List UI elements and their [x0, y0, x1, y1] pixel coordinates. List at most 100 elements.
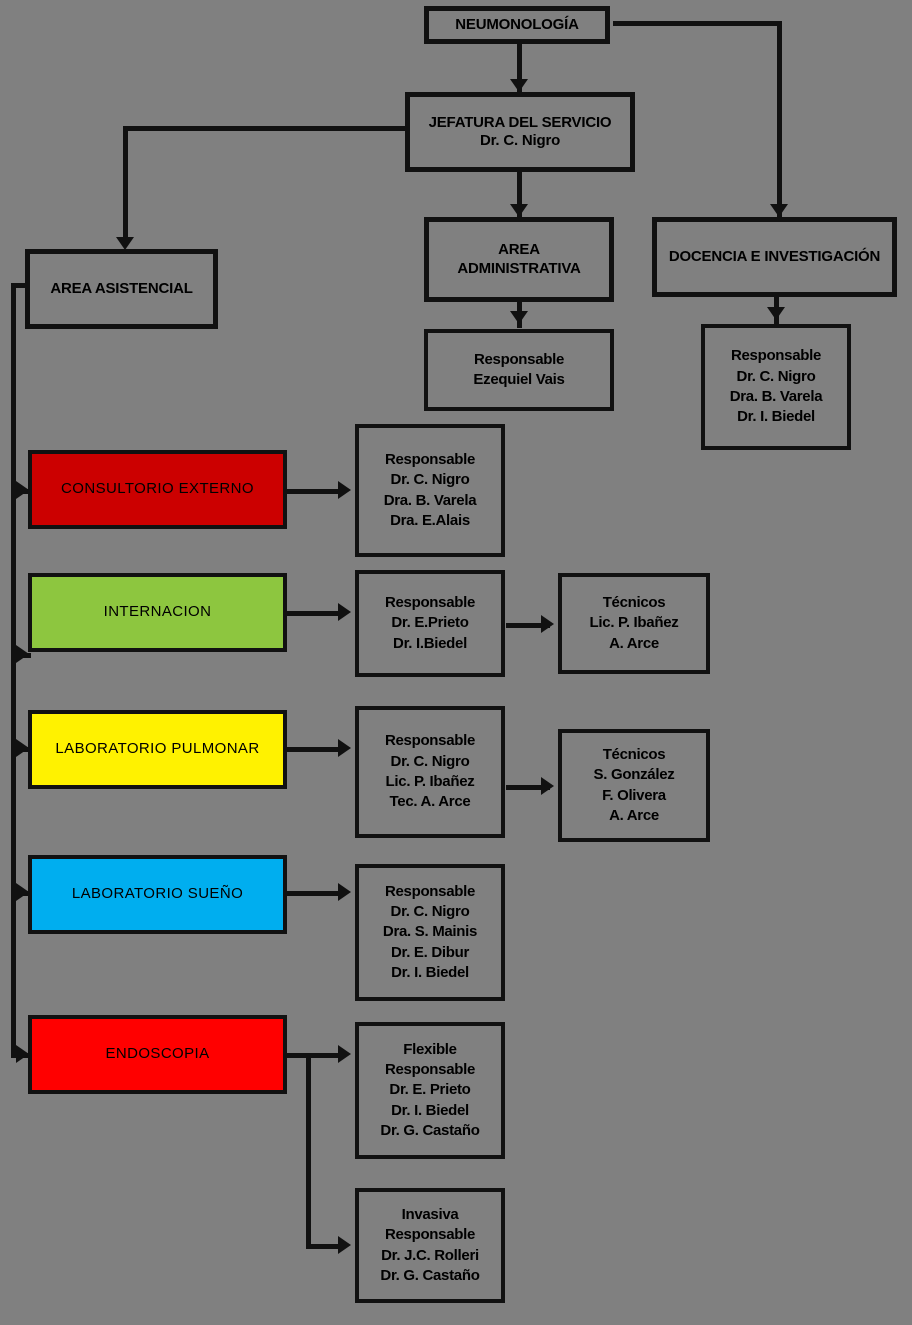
service-label: LABORATORIO PULMONAR	[55, 740, 260, 758]
node-laboratorio-pulmonar-staff[interactable]: Responsable Dr. C. Nigro Lic. P. Ibañez …	[355, 706, 505, 838]
tecnicos-person: S. González	[593, 766, 675, 784]
node-consultorio-externo-staff[interactable]: Responsable Dr. C. Nigro Dra. B. Varela …	[355, 424, 505, 557]
edge-jefatura-to-asistencial-h	[123, 126, 408, 131]
staff-person: Dr. I. Biedel	[391, 963, 469, 981]
area-administrativa-line1: AREA	[498, 241, 540, 259]
staff-heading: Responsable	[384, 594, 476, 612]
staff-person: Ezequiel Vais	[473, 371, 565, 388]
staff-heading: Responsable	[384, 450, 476, 468]
staff-person: Dra. B. Varela	[383, 491, 477, 509]
arrowhead-laboratorio-pulmonar-staff	[338, 739, 351, 757]
arrowhead-laboratorio-sueno-staff	[338, 883, 351, 901]
edge-asistencial-trunk-top	[11, 283, 29, 288]
node-area-administrativa[interactable]: AREA ADMINISTRATIVA	[424, 217, 614, 302]
staff-person: Dr. C. Nigro	[390, 903, 470, 921]
node-service-laboratorio-pulmonar[interactable]: LABORATORIO PULMONAR	[28, 710, 287, 789]
edge-internacion-staff-to-tecnicos	[506, 623, 550, 628]
staff-person: Dr. E.Prieto	[391, 614, 469, 632]
arrowhead-laboratorio-pulmonar	[16, 739, 29, 757]
node-service-internacion[interactable]: INTERNACION	[28, 573, 287, 652]
arrowhead-internacion-staff	[338, 603, 351, 621]
staff-heading: Responsable	[384, 882, 476, 900]
branch-type: Invasiva	[401, 1205, 459, 1223]
node-jefatura-del-servicio[interactable]: JEFATURA DEL SERVICIO Dr. C. Nigro	[405, 92, 635, 172]
staff-person: Dra. E.Alais	[390, 511, 470, 529]
tecnicos-person: Lic. P. Ibañez	[589, 614, 679, 632]
arrowhead-docencia-staff	[767, 307, 785, 320]
node-area-asistencial[interactable]: AREA ASISTENCIAL	[25, 249, 218, 329]
staff-heading: Responsable	[384, 1226, 476, 1244]
edge-jefatura-to-asistencial-v	[123, 126, 128, 242]
arrowhead-laboratorio-sueno	[16, 883, 29, 901]
tecnicos-heading: Técnicos	[602, 594, 666, 612]
arrowhead-asistencial	[116, 237, 134, 250]
node-service-endoscopia[interactable]: ENDOSCOPIA	[28, 1015, 287, 1094]
tecnicos-person: A. Arce	[609, 634, 659, 652]
node-neumonologia[interactable]: NEUMONOLOGÍA	[424, 6, 610, 44]
docencia-label: DOCENCIA E INVESTIGACIÓN	[668, 247, 881, 265]
staff-person: Dra. S. Mainis	[382, 923, 478, 941]
staff-person: Dr. C. Nigro	[390, 471, 470, 489]
staff-heading: Responsable	[473, 350, 565, 368]
edge-root-to-docencia-v	[777, 21, 782, 219]
arrowhead-internacion-tecnicos	[541, 615, 554, 633]
node-service-consultorio-externo[interactable]: CONSULTORIO EXTERNO	[28, 450, 287, 529]
edge-jefatura-to-administrativa	[517, 170, 522, 220]
arrowhead-internacion	[16, 645, 29, 663]
arrowhead-endoscopia-flexible	[338, 1045, 351, 1063]
edge-root-to-jefatura	[517, 42, 522, 92]
edge-asistencial-trunk	[11, 283, 16, 1058]
staff-heading: Responsable	[730, 347, 822, 365]
edge-root-to-docencia-h	[613, 21, 782, 26]
staff-person: Dr. I. Biedel	[391, 1101, 469, 1119]
arrowhead-laboratorio-pulmonar-tecnicos	[541, 777, 554, 795]
edge-laboratorio-pulmonar-to-staff	[287, 747, 343, 752]
tecnicos-heading: Técnicos	[602, 745, 666, 763]
arrowhead-endoscopia-invasiva	[338, 1236, 351, 1254]
node-internacion-staff[interactable]: Responsable Dr. E.Prieto Dr. I.Biedel	[355, 570, 505, 677]
service-label: LABORATORIO SUEÑO	[71, 885, 244, 903]
area-asistencial-label: AREA ASISTENCIAL	[50, 279, 193, 297]
node-docencia-staff[interactable]: Responsable Dr. C. Nigro Dra. B. Varela …	[701, 324, 851, 450]
staff-person: Dr. J.C. Rolleri	[381, 1246, 479, 1264]
branch-type: Flexible	[403, 1040, 457, 1058]
edge-endoscopia-split-h	[287, 1053, 343, 1058]
node-service-laboratorio-sueno[interactable]: LABORATORIO SUEÑO	[28, 855, 287, 934]
edge-endoscopia-to-invasiva	[306, 1244, 343, 1249]
arrowhead-endoscopia	[16, 1045, 29, 1063]
arrowhead-docencia	[770, 204, 788, 217]
staff-person: Tec. A. Arce	[389, 793, 471, 811]
service-label: CONSULTORIO EXTERNO	[61, 480, 254, 498]
edge-internacion-to-staff	[287, 611, 343, 616]
staff-person: Dr. C. Nigro	[736, 367, 816, 385]
node-internacion-tecnicos[interactable]: Técnicos Lic. P. Ibañez A. Arce	[558, 573, 710, 674]
node-laboratorio-pulmonar-tecnicos[interactable]: Técnicos S. González F. Olivera A. Arce	[558, 729, 710, 842]
jefatura-person: Dr. C. Nigro	[479, 132, 561, 149]
staff-person: Dr. G. Castaño	[380, 1121, 480, 1139]
area-administrativa-line2: ADMINISTRATIVA	[457, 259, 581, 277]
edge-consultorio-to-staff	[287, 489, 343, 494]
staff-heading: Responsable	[384, 732, 476, 750]
arrowhead-administrativa	[510, 204, 528, 217]
node-administrativa-staff[interactable]: Responsable Ezequiel Vais	[424, 329, 614, 411]
node-endoscopia-invasiva[interactable]: Invasiva Responsable Dr. J.C. Rolleri Dr…	[355, 1188, 505, 1303]
arrowhead-consultorio-staff	[338, 481, 351, 499]
node-laboratorio-sueno-staff[interactable]: Responsable Dr. C. Nigro Dra. S. Mainis …	[355, 864, 505, 1001]
arrowhead-consultorio	[16, 481, 29, 499]
arrowhead-administrativa-staff	[510, 311, 528, 324]
tecnicos-person: A. Arce	[609, 806, 659, 824]
staff-person: Dr. G. Castaño	[380, 1266, 480, 1284]
service-label: INTERNACION	[103, 603, 212, 621]
staff-heading: Responsable	[384, 1061, 476, 1079]
node-docencia-e-investigacion[interactable]: DOCENCIA E INVESTIGACIÓN	[652, 217, 897, 297]
staff-person: Dr. I.Biedel	[393, 634, 467, 652]
node-endoscopia-flexible[interactable]: Flexible Responsable Dr. E. Prieto Dr. I…	[355, 1022, 505, 1159]
arrowhead-jefatura	[510, 79, 528, 92]
staff-person: Dr. I. Biedel	[737, 408, 815, 426]
tecnicos-person: F. Olivera	[602, 786, 666, 804]
edge-endoscopia-split-v	[306, 1053, 311, 1249]
staff-person: Dr. C. Nigro	[390, 752, 470, 770]
service-label: ENDOSCOPIA	[105, 1045, 210, 1063]
staff-person: Dr. E. Dibur	[390, 943, 470, 961]
